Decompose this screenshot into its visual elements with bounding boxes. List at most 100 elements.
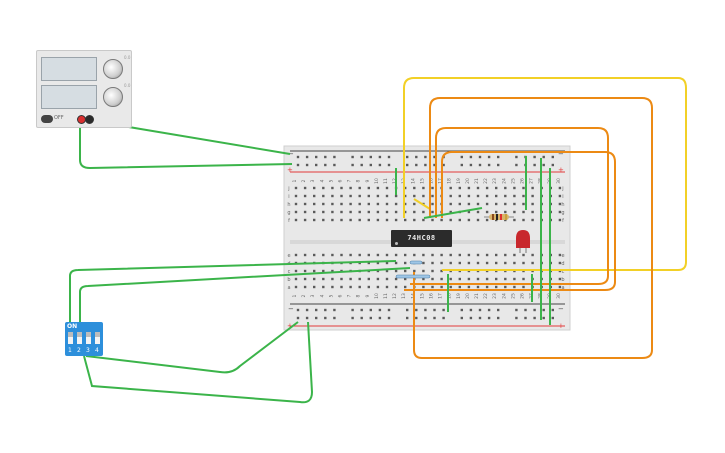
breadboard-hole[interactable]	[333, 163, 336, 167]
breadboard-hole[interactable]	[431, 269, 434, 273]
breadboard-hole[interactable]	[440, 285, 443, 289]
breadboard-hole[interactable]	[449, 210, 452, 214]
breadboard-hole[interactable]	[376, 253, 380, 257]
breadboard-hole[interactable]	[385, 285, 389, 289]
breadboard-hole[interactable]	[294, 285, 298, 289]
breadboard-hole[interactable]	[303, 285, 307, 289]
breadboard-hole[interactable]	[449, 202, 452, 206]
breadboard-hole[interactable]	[406, 155, 409, 159]
breadboard-hole[interactable]	[522, 261, 525, 265]
breadboard-hole[interactable]	[349, 186, 352, 190]
breadboard-hole[interactable]	[522, 277, 525, 281]
breadboard-hole[interactable]	[313, 202, 316, 206]
wire-green-dip-1[interactable]	[69, 260, 397, 323]
breadboard-hole[interactable]	[424, 155, 427, 159]
breadboard-hole[interactable]	[294, 210, 298, 214]
breadboard-hole[interactable]	[378, 163, 382, 167]
breadboard-hole[interactable]	[522, 210, 525, 214]
breadboard-hole[interactable]	[449, 277, 452, 281]
breadboard-hole[interactable]	[340, 210, 343, 214]
breadboard-hole[interactable]	[558, 285, 562, 289]
breadboard-hole[interactable]	[394, 277, 398, 281]
breadboard-hole[interactable]	[322, 277, 325, 281]
small-jumper-2[interactable]	[395, 274, 431, 279]
breadboard-hole[interactable]	[551, 308, 554, 312]
breadboard-hole[interactable]	[513, 253, 516, 257]
breadboard-hole[interactable]	[467, 285, 471, 289]
wire-green-psu-1[interactable]	[79, 120, 293, 170]
breadboard-hole[interactable]	[476, 186, 480, 190]
breadboard-hole[interactable]	[485, 285, 489, 289]
breadboard-hole[interactable]	[449, 285, 452, 289]
breadboard-hole[interactable]	[476, 285, 480, 289]
psu-voltage-knob[interactable]	[103, 59, 123, 79]
breadboard-hole[interactable]	[340, 285, 343, 289]
breadboard-hole[interactable]	[331, 253, 334, 257]
breadboard-hole[interactable]	[305, 316, 309, 320]
breadboard-hole[interactable]	[413, 202, 416, 206]
breadboard-hole[interactable]	[331, 186, 334, 190]
breadboard-hole[interactable]	[442, 163, 445, 167]
breadboard-hole[interactable]	[376, 277, 380, 281]
breadboard-hole[interactable]	[369, 316, 372, 320]
breadboard-hole[interactable]	[497, 308, 500, 312]
breadboard-hole[interactable]	[515, 308, 518, 312]
breadboard-hole[interactable]	[531, 253, 534, 257]
breadboard-hole[interactable]	[542, 308, 545, 312]
breadboard-hole[interactable]	[367, 277, 370, 281]
breadboard-hole[interactable]	[340, 253, 343, 257]
breadboard-hole[interactable]	[358, 186, 361, 190]
breadboard-hole[interactable]	[333, 316, 336, 320]
breadboard-hole[interactable]	[558, 261, 562, 265]
breadboard-hole[interactable]	[376, 261, 380, 265]
breadboard-hole[interactable]	[367, 210, 370, 214]
breadboard-hole[interactable]	[442, 308, 445, 312]
breadboard-hole[interactable]	[415, 155, 418, 159]
breadboard-hole[interactable]	[303, 210, 307, 214]
breadboard-hole[interactable]	[533, 316, 536, 320]
breadboard-hole[interactable]	[458, 253, 461, 257]
dip-switch[interactable]: ON 1 2 3 4	[65, 322, 103, 356]
breadboard-hole[interactable]	[504, 194, 507, 198]
breadboard-hole[interactable]	[424, 163, 427, 167]
breadboard-hole[interactable]	[313, 277, 316, 281]
breadboard-hole[interactable]	[469, 308, 473, 312]
breadboard-hole[interactable]	[467, 202, 471, 206]
breadboard-hole[interactable]	[376, 285, 380, 289]
breadboard-hole[interactable]	[449, 194, 452, 198]
breadboard-hole[interactable]	[376, 269, 380, 273]
breadboard-hole[interactable]	[422, 261, 425, 265]
breadboard-hole[interactable]	[485, 261, 489, 265]
breadboard-hole[interactable]	[487, 163, 491, 167]
breadboard-hole[interactable]	[458, 277, 461, 281]
breadboard-hole[interactable]	[331, 210, 334, 214]
breadboard-hole[interactable]	[478, 308, 482, 312]
breadboard-hole[interactable]	[476, 210, 480, 214]
breadboard-hole[interactable]	[358, 202, 361, 206]
breadboard-hole[interactable]	[431, 218, 434, 222]
breadboard-hole[interactable]	[415, 163, 418, 167]
breadboard-hole[interactable]	[385, 218, 389, 222]
wire-yellow-short[interactable]	[413, 198, 431, 210]
breadboard-hole[interactable]	[322, 202, 325, 206]
breadboard-hole[interactable]	[558, 202, 562, 206]
breadboard-hole[interactable]	[376, 218, 380, 222]
breadboard-hole[interactable]	[422, 253, 425, 257]
breadboard-hole[interactable]	[504, 285, 507, 289]
breadboard-hole[interactable]	[404, 210, 407, 214]
breadboard-hole[interactable]	[431, 285, 434, 289]
breadboard-hole[interactable]	[460, 163, 463, 167]
breadboard-hole[interactable]	[367, 186, 370, 190]
breadboard-hole[interactable]	[406, 316, 409, 320]
breadboard-hole[interactable]	[467, 186, 471, 190]
breadboard-hole[interactable]	[367, 253, 370, 257]
breadboard-hole[interactable]	[378, 316, 382, 320]
breadboard-hole[interactable]	[467, 261, 471, 265]
breadboard-hole[interactable]	[394, 261, 398, 265]
breadboard-hole[interactable]	[531, 186, 534, 190]
breadboard-hole[interactable]	[404, 277, 407, 281]
psu-power-switch[interactable]	[41, 115, 53, 123]
breadboard-hole[interactable]	[495, 186, 498, 190]
breadboard-hole[interactable]	[469, 155, 473, 159]
breadboard-hole[interactable]	[497, 163, 500, 167]
